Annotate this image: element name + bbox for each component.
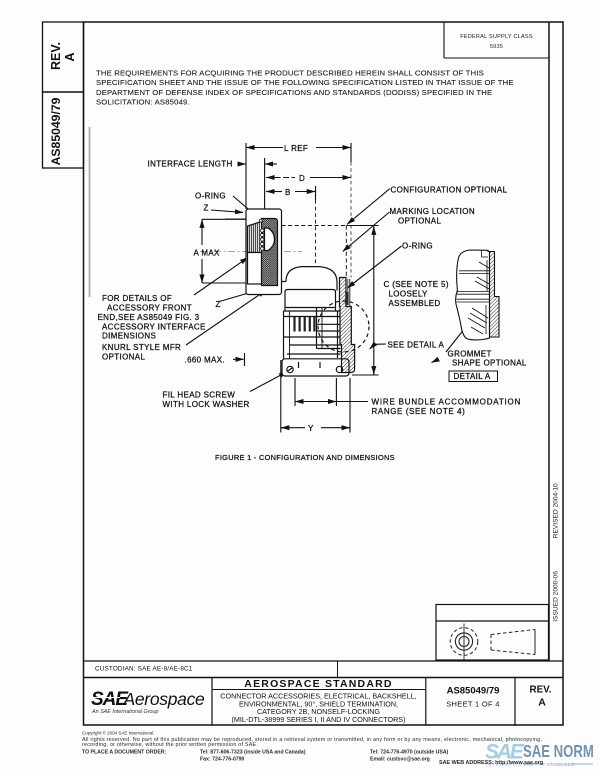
svg-text:RANGE (SEE NOTE 4): RANGE (SEE NOTE 4) [372,407,466,416]
svg-text:KNURL STYLE MFR: KNURL STYLE MFR [102,343,181,352]
svg-text:CATEGORY 2B, NONSELF-LOCKING: CATEGORY 2B, NONSELF-LOCKING [257,707,380,716]
svg-text:A: A [63,52,77,61]
svg-text:SAE: SAE [485,741,525,764]
svg-text:CONNECTOR ACCESSORIES, ELECTRI: CONNECTOR ACCESSORIES, ELECTRICAL, BACKS… [220,692,416,701]
svg-text:SEE DETAIL A: SEE DETAIL A [388,341,445,350]
svg-text:OPTIONAL: OPTIONAL [102,353,145,362]
svg-text:L REF: L REF [284,144,308,153]
svg-text:INTERNATIONAL.: INTERNATIONAL. [486,762,536,767]
svg-text:5935: 5935 [490,44,503,50]
svg-text:THIRD ANGLE PROJECTION: THIRD ANGLE PROJECTION [452,612,534,618]
svg-text:Z: Z [216,300,221,309]
svg-text:THE REQUIREMENTS FOR ACQUIRING: THE REQUIREMENTS FOR ACQUIRING THE PRODU… [96,69,484,78]
svg-text:REVISED 2004-10: REVISED 2004-10 [553,483,560,538]
svg-text:FEDERAL SUPPLY CLASS: FEDERAL SUPPLY CLASS [460,34,533,40]
svg-text:SAE WEB ADDRESS: http://www.sa: SAE WEB ADDRESS: http://www.sae.org [439,760,543,766]
svg-text:AEROSPACE STANDARD: AEROSPACE STANDARD [244,678,392,690]
svg-text:DEPARTMENT OF DEFENSE INDEX OF: DEPARTMENT OF DEFENSE INDEX OF SPECIFICA… [96,88,492,97]
svg-text:O-RING: O-RING [402,242,433,251]
svg-text:recording, or otherwise, witho: recording, or otherwise, without the pri… [82,742,258,748]
svg-text:SHEET 1 OF 4: SHEET 1 OF 4 [446,699,499,708]
svg-text:ENVIRONMENTAL, 90°, SHIELD TER: ENVIRONMENTAL, 90°, SHIELD TERMINATION, [239,699,398,708]
svg-text:A: A [538,697,546,709]
svg-text:AS85049/79: AS85049/79 [447,686,500,697]
svg-text:REV.: REV. [530,685,552,696]
svg-text:OPTIONAL: OPTIONAL [398,217,441,226]
svg-text:O-RING: O-RING [195,192,226,201]
svg-text:An SAE International Group: An SAE International Group [91,709,159,715]
svg-text:ACCESSORY INTERFACE: ACCESSORY INTERFACE [102,323,206,332]
svg-text:ASSEMBLED: ASSEMBLED [389,299,441,308]
svg-text:All rights reserved. No part o: All rights reserved. No part of this pub… [82,737,542,743]
svg-text:B: B [285,188,291,197]
svg-text:SAE NORM: SAE NORM [523,742,594,761]
svg-text:CONFIGURATION OPTIONAL: CONFIGURATION OPTIONAL [391,186,508,195]
svg-text:Y: Y [308,424,314,433]
svg-text:SHAPE OPTIONAL: SHAPE OPTIONAL [452,359,527,368]
svg-text:SAE: SAE [91,689,129,710]
svg-text:C (SEE NOTE 5): C (SEE NOTE 5) [384,280,449,289]
svg-text:CUSTODIAN: SAE AE-8/AE-8C1: CUSTODIAN: SAE AE-8/AE-8C1 [95,665,193,672]
svg-text:FIGURE 1 - CONFIGURATION AND D: FIGURE 1 - CONFIGURATION AND DIMENSIONS [215,453,395,462]
svg-text:END,SEE AS85049 FIG. 3: END,SEE AS85049 FIG. 3 [98,313,200,322]
svg-text:FOR DETAILS OF: FOR DETAILS OF [102,294,172,303]
svg-text:ACCESSORY FRONT: ACCESSORY FRONT [107,304,192,313]
svg-text:D: D [299,174,305,183]
svg-text:SPECIFICATION SHEET AND THE IS: SPECIFICATION SHEET AND THE ISSUE OF THE… [96,78,514,87]
svg-text:Aerospace: Aerospace [123,689,206,709]
svg-text:DIMENSIONS: DIMENSIONS [102,332,156,341]
svg-text:Copyright © 2004 SAE Internati: Copyright © 2004 SAE International. [82,730,155,736]
svg-text:INTERFACE LENGTH: INTERFACE LENGTH [148,160,233,169]
svg-text:AS85049/79: AS85049/79 [49,97,63,165]
svg-text:LOOSELY: LOOSELY [389,290,429,299]
svg-text:Tel: 724-776-4970 (outside USA: Tel: 724-776-4970 (outside USA) [370,749,449,755]
svg-text:Fax: 724-776-0790: Fax: 724-776-0790 [200,756,245,762]
svg-text:(MIL-DTL-38999 SERIES I, II AN: (MIL-DTL-38999 SERIES I, II AND IV CONNE… [231,715,405,724]
svg-text:DETAIL A: DETAIL A [454,372,491,381]
svg-text:FIL HEAD SCREW: FIL HEAD SCREW [163,391,236,400]
svg-text:REV.: REV. [49,42,63,70]
svg-text:Tel: 877-606-7323 (inside USA: Tel: 877-606-7323 (inside USA and Canada… [200,749,306,755]
svg-text:STANDARDS: STANDARDS [547,762,574,767]
svg-text:WIRE BUNDLE ACCOMMODATION: WIRE BUNDLE ACCOMMODATION [372,398,522,407]
svg-text:Email: custsvc@sae.org: Email: custsvc@sae.org [370,756,430,762]
svg-text:GROMMET: GROMMET [448,350,492,359]
svg-text:MARKING LOCATION: MARKING LOCATION [390,207,475,216]
svg-text:WITH LOCK WASHER: WITH LOCK WASHER [163,400,250,409]
svg-text:ISSUED 2000-06: ISSUED 2000-06 [553,571,560,622]
svg-text:SOLICITATION: AS85049.: SOLICITATION: AS85049. [96,98,190,107]
svg-text:A MAX: A MAX [194,249,221,258]
svg-text:.660 MAX.: .660 MAX. [185,356,226,365]
svg-text:Z: Z [204,204,209,213]
svg-text:TO PLACE A DOCUMENT ORDER:: TO PLACE A DOCUMENT ORDER: [82,749,167,755]
